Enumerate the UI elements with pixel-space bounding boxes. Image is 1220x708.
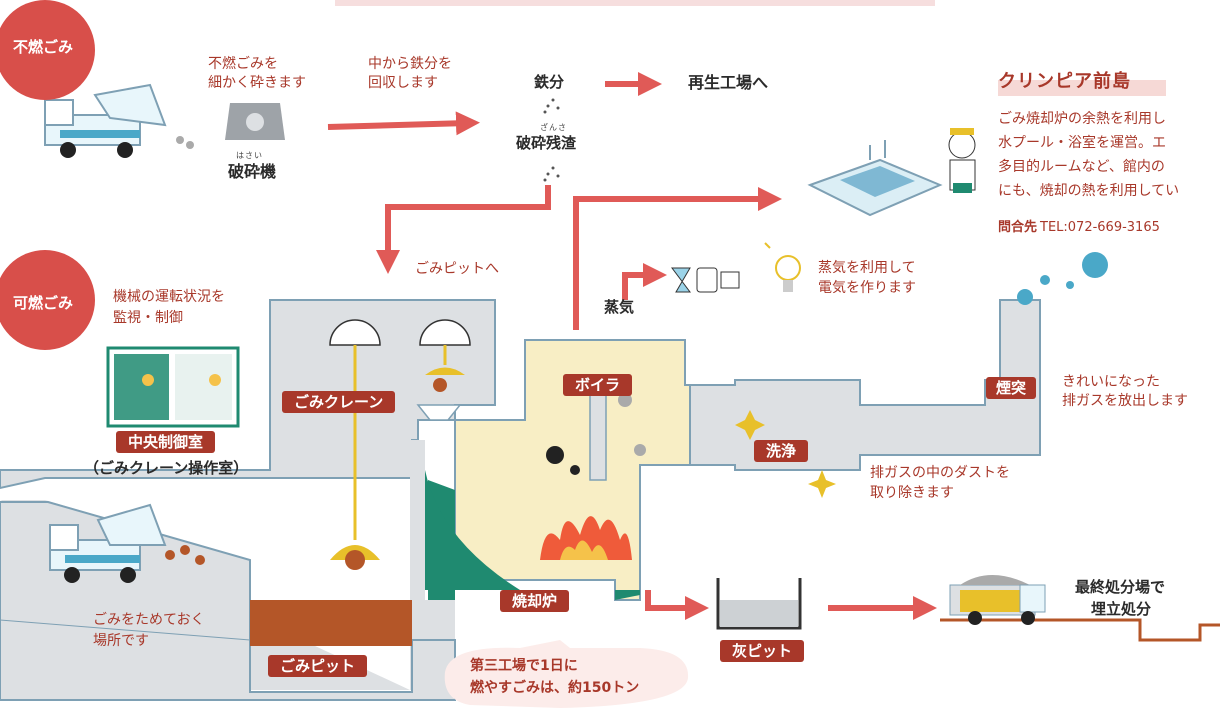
person-icon: [948, 128, 976, 193]
noncombustible-label: 不燃ごみ: [13, 38, 74, 56]
note-line-2: 燃やすごみは、約150トン: [470, 680, 640, 696]
crusher-icon: [225, 103, 285, 140]
crusher-desc-1: 不燃ごみを: [208, 56, 278, 72]
chimney-label: 煙突: [986, 377, 1037, 399]
crusher-desc-2: 細かく砕きます: [208, 75, 306, 91]
crane-icon: [329, 319, 471, 570]
crusher-ruby: はさい: [236, 151, 263, 160]
scrubber-label: 洗浄: [754, 440, 809, 462]
landfill-desc-1: 最終処分場で: [1075, 578, 1166, 596]
pool-icon: [807, 140, 943, 217]
pit-desc-2: 場所です: [93, 633, 149, 649]
scrub-desc-2: 取り除きます: [870, 485, 954, 501]
clinpia-contact-label: 問合先: [998, 220, 1038, 235]
truck-icon: [44, 83, 194, 158]
fire-icon: [540, 516, 632, 560]
smoke-icon: [1017, 252, 1108, 305]
combustible-badge: 可燃ごみ: [0, 250, 95, 350]
clinpia-line-3: 多目的ルームなど、館内の: [998, 159, 1165, 175]
chimney-desc-1: きれいになった: [1062, 374, 1160, 390]
control-desc-1: 機械の運転状況を: [113, 289, 225, 305]
clinpia-title-underline: [998, 80, 1166, 96]
clinpia-line-4: にも、焼却の熱を利用してい: [998, 183, 1180, 199]
flow-arrows: [327, 72, 937, 620]
control-room-label: 中央制御室: [116, 431, 216, 453]
clinpia-title: クリンピア前島: [998, 71, 1131, 92]
iron-label: 鉄分: [534, 73, 565, 91]
recover-desc-1: 中から鉄分を: [368, 56, 452, 72]
to-pit-label: ごみピットへ: [415, 261, 499, 277]
incinerator-wall: [425, 470, 520, 590]
steam-label: 蒸気: [604, 298, 635, 316]
crane-label: ごみクレーン: [282, 391, 396, 413]
waste-pit-fill: [250, 600, 412, 646]
scrub-desc-1: 排ガスの中のダストを: [870, 465, 1010, 481]
note-line-1: 第三工場で1日に: [470, 658, 578, 674]
note-bubble: [444, 640, 689, 708]
landfill-desc-2: 埋立処分: [1091, 600, 1152, 618]
pit-desc-1: ごみをためておく: [93, 612, 205, 628]
control-room-sub: （ごみクレーン操作室）: [84, 459, 249, 477]
combustible-label: 可燃ごみ: [13, 294, 74, 312]
landfill-ground: [940, 618, 1220, 642]
noncombustible-badge: 不燃ごみ: [0, 0, 95, 100]
truck-icon: [960, 584, 1046, 625]
pit-label: ごみピット: [268, 655, 368, 677]
ash-pit: [716, 578, 802, 630]
ash-pit-label: 灰ピット: [720, 640, 805, 662]
control-desc-2: 監視・制御: [113, 310, 183, 326]
residue-ruby: ざんさ: [540, 123, 567, 132]
clinpia-contact-tel: TEL:072-669-3165: [1040, 220, 1160, 235]
bulb-icon: [764, 242, 801, 292]
crusher-name: 破砕機: [228, 162, 277, 181]
clinpia-line-1: ごみ焼却炉の余熱を利用し: [998, 111, 1166, 127]
chimney-desc-2: 排ガスを放出します: [1062, 393, 1188, 409]
truck-icon: [49, 503, 205, 583]
iron-destination: 再生工場へ: [688, 73, 769, 92]
steam-desc-1: 蒸気を利用して: [818, 260, 916, 276]
incinerator-label: 焼却炉: [500, 590, 570, 612]
boiler-label: ボイラ: [563, 374, 633, 396]
steam-desc-2: 電気を作ります: [818, 280, 916, 296]
generator-icon: [671, 267, 740, 293]
top-banner-strip: [335, 0, 935, 6]
recover-desc-2: 回収します: [368, 75, 438, 91]
clinpia-line-2: 水プール・浴室を運営。エ: [998, 135, 1166, 151]
residue-label: 破砕残渣: [516, 134, 577, 152]
